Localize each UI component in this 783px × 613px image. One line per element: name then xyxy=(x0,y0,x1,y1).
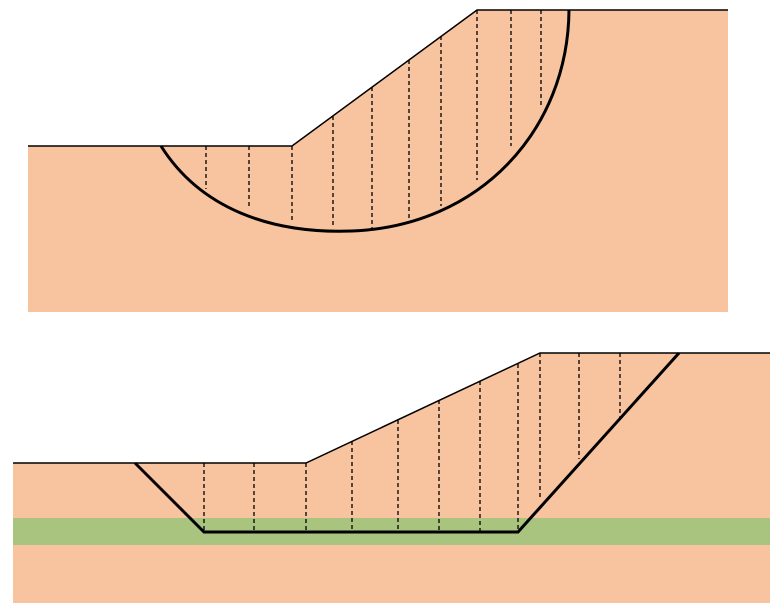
ground-surface-line xyxy=(13,352,770,464)
soil-body xyxy=(13,353,770,603)
non-circular-slip-surface xyxy=(133,351,681,534)
soil-body xyxy=(28,10,728,312)
slice-lines xyxy=(205,10,542,229)
ground-surface-line xyxy=(28,9,728,147)
circular-slip-surface xyxy=(159,9,571,233)
non-circular-slip-diagram xyxy=(13,351,770,603)
circular-slip-diagram xyxy=(28,9,728,312)
slice-lines xyxy=(203,353,621,532)
